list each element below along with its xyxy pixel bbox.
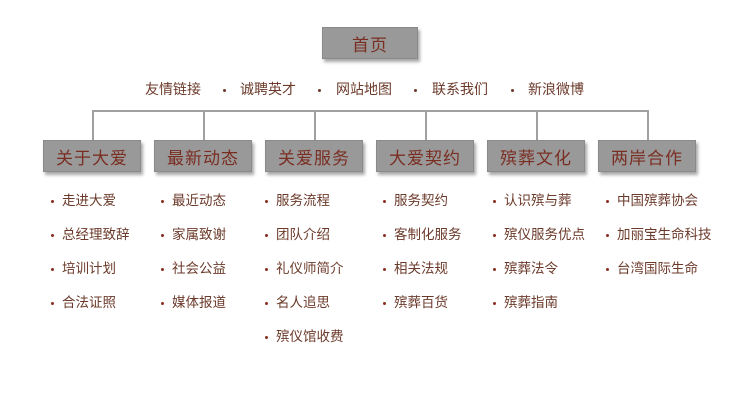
submenu-item[interactable]: 礼仪师简介 [276, 261, 344, 277]
category-news-button[interactable]: 最新动态 [154, 140, 252, 172]
bullet [265, 234, 268, 237]
bullet [265, 268, 268, 271]
tree-branch-line [203, 110, 205, 140]
tree-branch-line [92, 110, 94, 140]
submenu-item[interactable]: 服务流程 [276, 193, 330, 209]
separator-dot [511, 89, 514, 92]
submenu-item[interactable]: 殡仪服务优点 [504, 227, 585, 243]
bullet [606, 268, 609, 271]
bullet [383, 302, 386, 305]
bullet [51, 200, 54, 203]
submenu-item[interactable]: 媒体报道 [172, 295, 226, 311]
link-careers[interactable]: 诚聘英才 [240, 82, 296, 98]
bullet [265, 302, 268, 305]
submenu-item[interactable]: 加丽宝生命科技 [617, 227, 712, 243]
bullet [606, 234, 609, 237]
separator-dot [414, 89, 417, 92]
bullet [161, 302, 164, 305]
bullet [265, 336, 268, 339]
bullet [493, 268, 496, 271]
tree-branch-line [314, 110, 316, 140]
submenu-item[interactable]: 服务契约 [394, 193, 448, 209]
submenu-item[interactable]: 团队介绍 [276, 227, 330, 243]
category-services-button[interactable]: 关爱服务 [265, 140, 363, 172]
category-contract-button[interactable]: 大爱契约 [376, 140, 474, 172]
submenu-item[interactable]: 殡葬百货 [394, 295, 448, 311]
submenu-item[interactable]: 社会公益 [172, 261, 226, 277]
top-links-row: 友情链接 诚聘英才 网站地图 联系我们 新浪微博 [0, 80, 740, 100]
bullet [51, 268, 54, 271]
bullet [161, 200, 164, 203]
tree-branch-line [536, 110, 538, 140]
category-about-button[interactable]: 关于大爱 [43, 140, 141, 172]
separator-dot [223, 89, 226, 92]
link-sitemap[interactable]: 网站地图 [336, 82, 392, 98]
link-contact[interactable]: 联系我们 [432, 82, 488, 98]
bullet [51, 302, 54, 305]
bullet [493, 234, 496, 237]
bullet [161, 234, 164, 237]
submenu-item[interactable]: 客制化服务 [394, 227, 462, 243]
tree-horizontal-line [92, 110, 648, 112]
tree-branch-line [425, 110, 427, 140]
submenu-item[interactable]: 总经理致辞 [62, 227, 130, 243]
submenu-item[interactable]: 殡葬指南 [504, 295, 558, 311]
submenu-item[interactable]: 走进大爱 [62, 193, 116, 209]
link-friend-links[interactable]: 友情链接 [145, 82, 201, 98]
submenu-item[interactable]: 认识殡与葬 [504, 193, 572, 209]
bullet [383, 200, 386, 203]
submenu-item[interactable]: 殡葬法令 [504, 261, 558, 277]
submenu-item[interactable]: 殡仪馆收费 [276, 329, 344, 345]
link-weibo[interactable]: 新浪微博 [528, 82, 584, 98]
tree-branch-line [647, 110, 649, 140]
category-culture-button[interactable]: 殡葬文化 [487, 140, 585, 172]
submenu-item[interactable]: 名人追思 [276, 295, 330, 311]
submenu-item[interactable]: 最近动态 [172, 193, 226, 209]
bullet [383, 234, 386, 237]
home-button[interactable]: 首页 [322, 27, 418, 59]
bullet [51, 234, 54, 237]
submenu-item[interactable]: 相关法规 [394, 261, 448, 277]
submenu-item[interactable]: 中国殡葬协会 [617, 193, 698, 209]
submenu-item[interactable]: 合法证照 [62, 295, 116, 311]
submenu-item[interactable]: 培训计划 [62, 261, 116, 277]
bullet [161, 268, 164, 271]
bullet [265, 200, 268, 203]
submenu-item[interactable]: 台湾国际生命 [617, 261, 698, 277]
bullet [606, 200, 609, 203]
bullet [493, 200, 496, 203]
bullet [383, 268, 386, 271]
bullet [493, 302, 496, 305]
separator-dot [318, 89, 321, 92]
submenu-item[interactable]: 家属致谢 [172, 227, 226, 243]
category-cooperation-button[interactable]: 两岸合作 [598, 140, 696, 172]
